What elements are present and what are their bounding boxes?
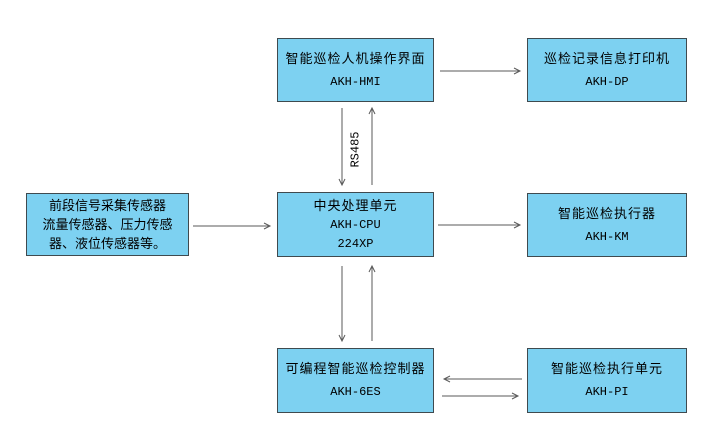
block-actuator: 智能巡检执行器 AKH-KM (527, 193, 687, 257)
block-actuator-code: AKH-KM (585, 229, 629, 244)
block-sensors-line3: 器、液位传感器等。 (48, 236, 166, 251)
block-hmi-title: 智能巡检人机操作界面 (285, 50, 426, 66)
block-sensors-line1: 前段信号采集传感器 (48, 198, 166, 213)
block-controller: 可编程智能巡检控制器 AKH-6ES (277, 348, 434, 413)
block-printer-code: AKH-DP (585, 74, 629, 89)
block-exec-unit-code: AKH-PI (585, 385, 629, 399)
block-cpu-code: AKH-CPU (330, 217, 381, 232)
block-actuator-title: 智能巡检执行器 (557, 205, 656, 221)
block-printer-title: 巡检记录信息打印机 (543, 50, 670, 66)
block-hmi: 智能巡检人机操作界面 AKH-HMI (277, 38, 434, 102)
block-exec-unit-title: 智能巡检执行单元 (550, 361, 663, 376)
block-sensors-line2: 流量传感器、压力传感 (42, 217, 173, 232)
block-cpu-model: 224XP (337, 236, 374, 251)
block-exec-unit: 智能巡检执行单元 AKH-PI (527, 348, 687, 413)
block-hmi-code: AKH-HMI (330, 74, 381, 89)
rs485-bus-label: RS485 (348, 131, 363, 168)
block-controller-title: 可编程智能巡检控制器 (285, 361, 426, 376)
block-cpu-title: 中央处理单元 (313, 197, 398, 213)
block-controller-code: AKH-6ES (330, 385, 381, 399)
block-sensors: 前段信号采集传感器 流量传感器、压力传感 器、液位传感器等。 (26, 193, 189, 256)
block-cpu: 中央处理单元 AKH-CPU 224XP (277, 192, 434, 257)
block-printer: 巡检记录信息打印机 AKH-DP (527, 38, 687, 102)
